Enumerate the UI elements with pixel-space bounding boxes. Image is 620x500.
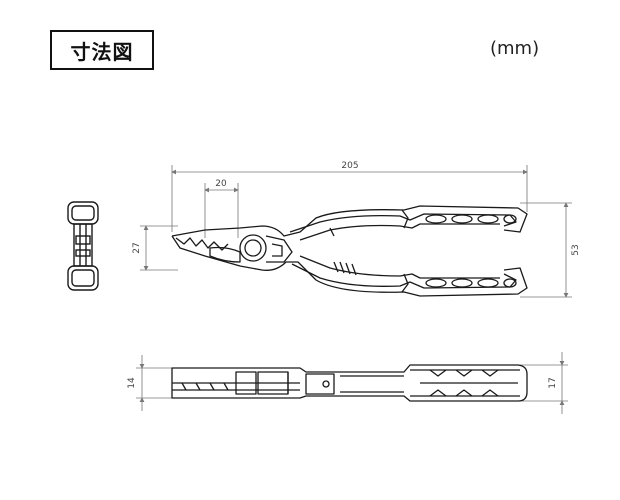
dim-head-height: 27 — [132, 242, 142, 253]
unit-label: (mm) — [490, 38, 540, 59]
end-view — [67, 201, 99, 291]
dimension-lines-top — [140, 165, 572, 298]
dim-handle-thickness: 17 — [548, 377, 558, 388]
pliers-top-view — [171, 205, 528, 297]
pliers-side-view — [171, 364, 528, 402]
drawing-title: 寸法図 — [50, 30, 154, 70]
dim-jaw-length: 20 — [215, 179, 227, 189]
dim-handle-width: 53 — [571, 244, 581, 255]
dim-jaw-thickness: 14 — [127, 377, 137, 389]
dim-overall-length: 205 — [341, 161, 358, 171]
